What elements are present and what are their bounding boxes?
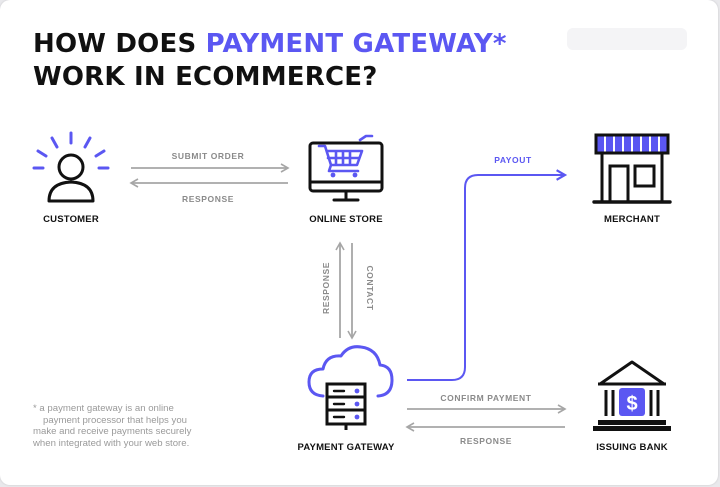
cloud-server-icon: [307, 345, 394, 430]
label-contact-vertical: CONTACT: [365, 265, 375, 311]
title-part1: HOW DOES: [33, 29, 206, 59]
footnote-line-4: when integrated with your web store.: [33, 437, 190, 449]
title-accent: PAYMENT GATEWAY*: [205, 29, 507, 59]
label-response-vertical: RESPONSE: [321, 261, 331, 315]
label-payment-gateway: PAYMENT GATEWAY: [297, 442, 395, 453]
label-submit-order: SUBMIT ORDER: [171, 151, 245, 161]
label-response-bank: RESPONSE: [459, 436, 513, 446]
svg-text:$: $: [626, 393, 637, 415]
title-line2: WORK IN ECOMMERCE?: [33, 62, 378, 92]
bank-icon: $: [593, 360, 671, 431]
page-title: HOW DOES PAYMENT GATEWAY* WORK IN ECOMME…: [33, 28, 507, 94]
footnote-line-3: make and receive payments securely: [33, 426, 192, 438]
footnote: * a payment gateway is an online payment…: [33, 403, 243, 449]
label-issuing-bank: ISSUING BANK: [596, 442, 668, 453]
footnote-line-1: * a payment gateway is an online: [33, 403, 174, 414]
blurred-logo: [567, 28, 687, 50]
label-online-store: ONLINE STORE: [309, 214, 383, 225]
storefront-icon: [592, 133, 672, 204]
monitor-cart-icon: [308, 134, 384, 202]
label-payout: PAYOUT: [494, 155, 532, 165]
arrow-payout: [407, 169, 568, 381]
label-confirm-payment: CONFIRM PAYMENT: [440, 393, 532, 403]
label-merchant: MERCHANT: [604, 214, 660, 225]
label-customer: CUSTOMER: [43, 214, 99, 225]
label-response-customer: RESPONSE: [181, 194, 235, 204]
footnote-line-2: payment processor that helps you: [43, 414, 187, 426]
customer-icon: [32, 131, 110, 203]
